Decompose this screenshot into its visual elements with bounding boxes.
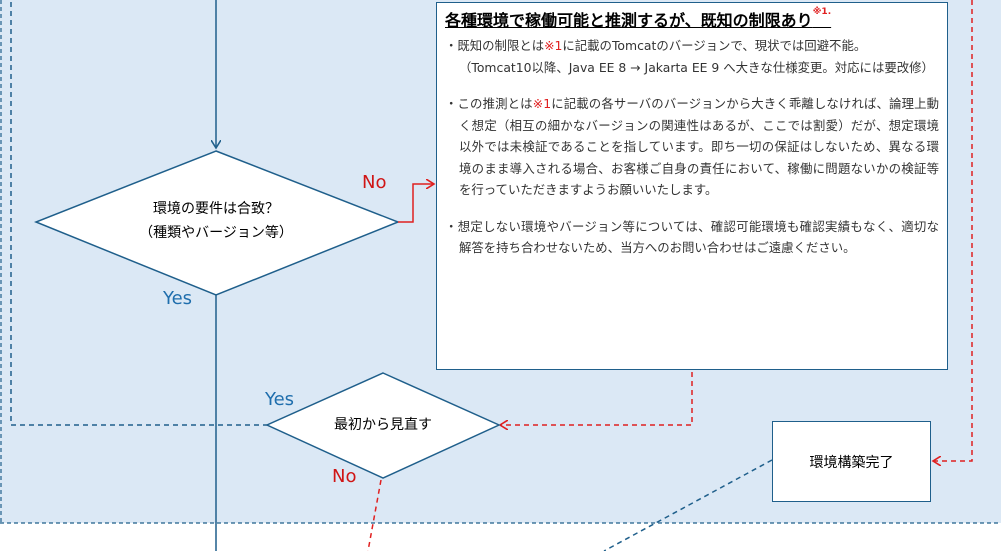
note-title-mark: ※1. (812, 7, 832, 17)
label-no-2: No (332, 466, 357, 487)
note-item-3: ・想定しない環境やバージョン等については、確認可能環境も確認実績もなく、適切な解… (445, 218, 939, 256)
note-item-1: ・既知の制限とは※1に記載のTomcatのバージョンで、現状では回避不能。 （T… (445, 38, 934, 75)
decision-environment-line2: （種類やバージョン等） (139, 225, 293, 241)
decision-environment (33, 150, 401, 296)
decision-review-text: 最初から見直す (334, 417, 432, 433)
label-yes-1: Yes (163, 288, 193, 309)
note-panel: 各種環境で稼働可能と推測するが、既知の制限あり※1. ・既知の制限とは※1に記載… (436, 2, 948, 370)
label-yes-2: Yes (265, 389, 295, 410)
note-item-2: ・この推測とは※1に記載の各サーバのバージョンから大きく乖離しなければ、論理上動… (445, 96, 940, 197)
right-red-arrow (933, 0, 973, 461)
no-arrow-1 (398, 184, 434, 223)
decision-environment-text: 環境の要件は合致？ （種類やバージョン等） (96, 197, 336, 245)
environment-complete-box: 環境構築完了 (772, 421, 931, 502)
label-no-1: No (362, 172, 387, 193)
loop-line-dashed (10, 0, 268, 426)
note-title: 各種環境で稼働可能と推測するが、既知の制限あり※1. (445, 7, 832, 30)
decision-environment-line1: 環境の要件は合致？ (153, 201, 279, 217)
decision-review (265, 372, 501, 479)
box-exit-line (603, 459, 773, 551)
note-to-review-arrow (500, 372, 693, 425)
no-line-2 (367, 479, 382, 551)
